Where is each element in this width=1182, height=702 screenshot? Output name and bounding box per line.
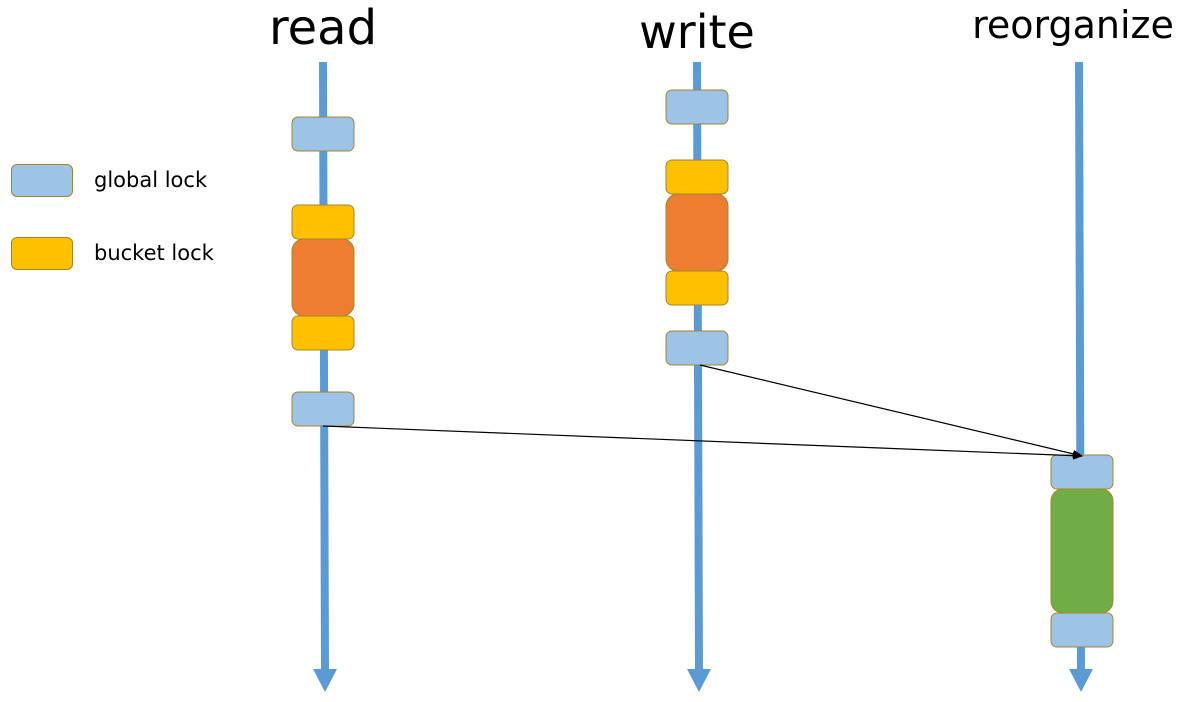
write-critical-section <box>665 193 729 272</box>
read-global-lock-release <box>291 391 355 427</box>
reorganize-thread-title: reorganize <box>972 3 1174 47</box>
reorganize-global-lock-release <box>1050 612 1114 648</box>
write-to-reorganize-arrow <box>699 364 1083 458</box>
read-timeline <box>313 61 337 692</box>
write-timeline <box>687 61 711 692</box>
read-bucket-lock-release <box>291 315 355 351</box>
write-global-lock-acquire <box>665 89 729 125</box>
read-global-lock-acquire <box>291 116 355 152</box>
read-to-reorganize-arrow <box>322 425 1083 460</box>
reorganize-global-lock-acquire <box>1050 454 1114 490</box>
legend-bucket-lock-swatch <box>11 237 73 270</box>
legend-global-lock-swatch <box>11 164 73 197</box>
reorganize-section <box>1050 488 1114 614</box>
write-bucket-lock-acquire <box>665 159 729 195</box>
legend-global-lock-label: global lock <box>94 168 208 192</box>
read-thread-title: read <box>268 0 378 56</box>
read-bucket-lock-acquire <box>291 204 355 240</box>
write-bucket-lock-release <box>665 270 729 306</box>
legend-bucket-lock-label: bucket lock <box>94 241 214 265</box>
write-thread-title: write <box>639 5 755 59</box>
read-critical-section <box>291 238 355 317</box>
write-global-lock-release <box>665 330 729 366</box>
